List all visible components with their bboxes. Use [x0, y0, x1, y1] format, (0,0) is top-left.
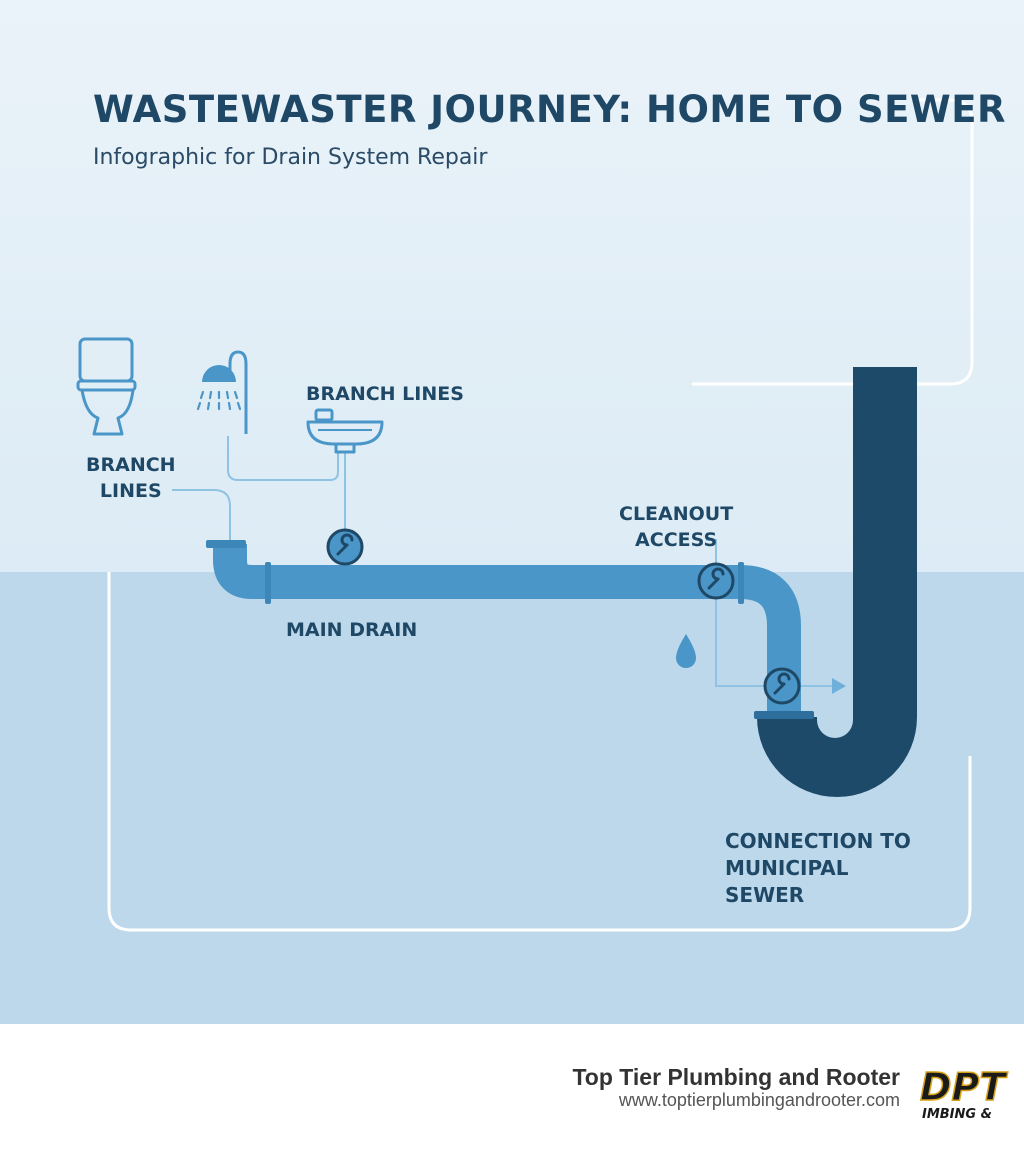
- diagram-svg: [0, 0, 1024, 1024]
- arrow-right-icon: [832, 678, 846, 694]
- cleanout-access-line-2: ACCESS: [635, 529, 718, 551]
- branch-connector-shower: [227, 436, 339, 481]
- wrench-icon: [763, 667, 801, 705]
- company-name: Top Tier Plumbing and Rooter: [572, 1064, 900, 1090]
- wrench-icon: [326, 528, 364, 566]
- branch-lines-left-line-2: LINES: [99, 480, 162, 502]
- company-url[interactable]: www.toptierplumbingandrooter.com: [618, 1090, 900, 1110]
- branch-lines-left-line-1: BRANCH: [86, 454, 176, 476]
- connection-label: CONNECTION TO MUNICIPAL SEWER: [725, 828, 911, 909]
- wrench-icon: [697, 562, 735, 600]
- footer: [0, 1024, 1024, 1154]
- sink-icon: [306, 408, 384, 454]
- branch-lines-left-label: BRANCH LINES: [86, 452, 176, 504]
- logo-svg: DPT IMBING &: [919, 1064, 1009, 1122]
- branch-lines-top-label: BRANCH LINES: [306, 383, 464, 405]
- main-drain-pipe: [206, 540, 814, 719]
- page-subtitle: Infographic for Drain System Repair: [93, 145, 488, 170]
- connection-line-3: SEWER: [725, 883, 805, 907]
- cleanout-access-label: CLEANOUT ACCESS: [619, 501, 733, 553]
- shower-icon: [196, 350, 248, 434]
- toilet-icon: [76, 337, 137, 436]
- branch-connector-left: [172, 489, 231, 540]
- infographic-canvas: WASTEWASTER JOURNEY: HOME TO SEWER Infog…: [0, 0, 1024, 1024]
- water-drop-icon: [676, 634, 696, 668]
- frame-top-right: [692, 98, 974, 386]
- cleanout-access-line-1: CLEANOUT: [619, 503, 734, 525]
- page-title: WASTEWASTER JOURNEY: HOME TO SEWER: [93, 88, 1006, 131]
- connection-line-2: MUNICIPAL: [725, 856, 849, 880]
- sewer-pipe: [757, 367, 917, 797]
- main-drain-label: MAIN DRAIN: [286, 619, 418, 641]
- company-logo: DPT IMBING &: [918, 1058, 1024, 1128]
- logo-sub-text: IMBING &: [922, 1107, 992, 1122]
- connection-line-1: CONNECTION TO: [725, 829, 911, 853]
- logo-mark-text: DPT: [920, 1065, 1008, 1109]
- frame-bottom: [107, 572, 972, 932]
